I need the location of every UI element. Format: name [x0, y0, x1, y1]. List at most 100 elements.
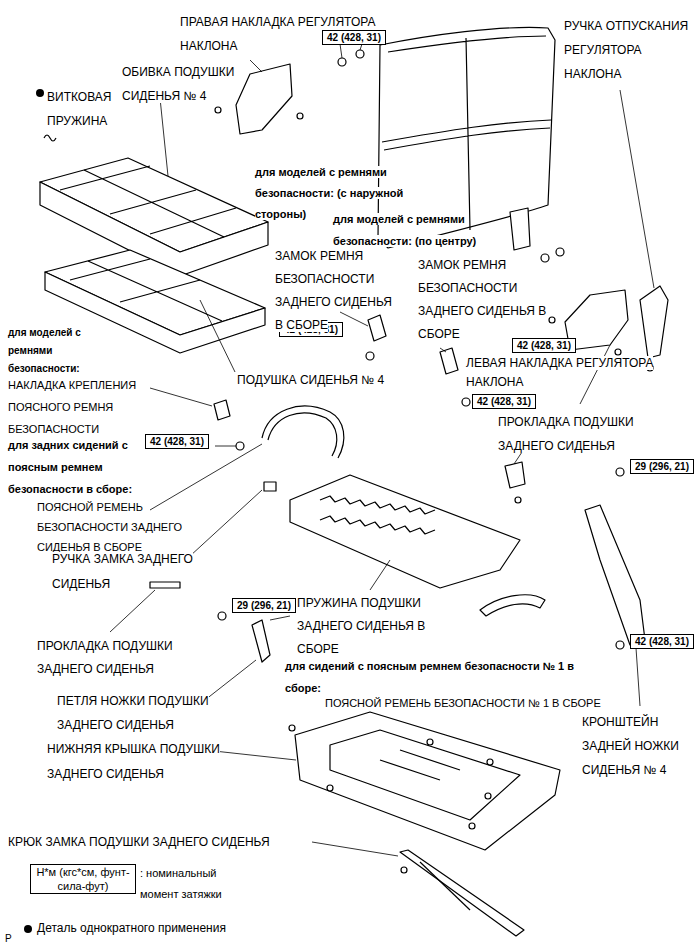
seat-belt-buckle — [440, 348, 458, 374]
leader-line — [440, 348, 446, 352]
part-label-wrap: ПРОКЛАДКА ПОДУШКИ ЗАДНЕГО СИДЕНЬЯ — [37, 635, 207, 681]
bolt — [616, 641, 624, 649]
recliner-release-handle — [640, 286, 668, 358]
part-label-wrap: для моделей с ремнями безопасности: — [8, 324, 93, 378]
torque-spec-box: 29 (296, 21) — [232, 598, 296, 613]
part-label-wrap: ПЕТЛЯ НОЖКИ ПОДУШКИ ЗАДНЕГО СИДЕНЬЯ — [57, 689, 257, 737]
torque-value: 29 (296, 21) — [634, 460, 690, 473]
part-label-wrap: РУЧКА ОТПУСКАНИЯ РЕГУЛЯТОРА НАКЛОНА — [564, 14, 694, 86]
part-label-wrap: ЛЕВАЯ НАКЛАДКА РЕГУЛЯТОРА НАКЛОНА — [466, 354, 690, 392]
leader-line — [110, 590, 155, 632]
part-label: ПОЯСНОЙ РЕМЕНЬ БЕЗОПАСНОСТИ № 1 В СБОРЕ — [325, 697, 601, 709]
torque-value: 42 (428, 31) — [326, 31, 382, 44]
seat-back-hinge — [510, 208, 530, 250]
part-label: для моделей с ремнями безопасности: (по … — [333, 213, 476, 247]
rear-leg-bracket — [585, 505, 645, 645]
cushion-gasket — [505, 462, 525, 488]
leader-line — [620, 90, 654, 288]
part-label-wrap: ПРУЖИНА ПОДУШКИ ЗАДНЕГО СИДЕНЬЯ В СБОРЕ — [297, 592, 447, 661]
part-label-wrap: для задних сидений с поясным ремнем безо… — [8, 434, 144, 500]
leader-line — [580, 345, 610, 404]
cushion-gasket — [150, 582, 180, 588]
part-label: НИЖНЯЯ КРЫШКА ПОДУШКИ ЗАДНЕГО СИДЕНЬЯ — [47, 742, 220, 781]
screw — [215, 107, 221, 113]
part-label: РУЧКА ЗАМКА ЗАДНЕГО СИДЕНЬЯ — [52, 552, 193, 591]
part-label: КРОНШТЕЙН ЗАДНЕЙ НОЖКИ СИДЕНЬЯ № 4 — [582, 715, 679, 777]
part-label: ВИТКОВАЯ ПРУЖИНА — [47, 90, 111, 128]
bolt — [556, 248, 564, 256]
cushion-leg-loop — [252, 620, 270, 662]
lock-hook-strap-tail — [420, 862, 470, 910]
screw — [401, 867, 407, 873]
bolt — [616, 468, 624, 476]
torque-value: Н*м (кгс*см, фунт-сила-фут) — [34, 865, 132, 893]
torque-value: 29 (296, 21) — [236, 599, 292, 612]
seat-back-seam — [382, 36, 551, 230]
part-label-wrap: НАКЛАДКА КРЕПЛЕНИЯ ПОЯСНОГО РЕМНЯ БЕЗОПА… — [8, 374, 158, 440]
torque-spec-box: 42 (428, 31) — [472, 394, 536, 409]
cushion-pad-seam — [70, 259, 222, 321]
part-label: ПОЯСНОЙ РЕМЕНЬ БЕЗОПАСНОСТИ ЗАДНЕГО СИДЕ… — [37, 501, 182, 553]
bolt — [236, 442, 244, 450]
bolt — [541, 254, 549, 262]
seat-lock-handle — [264, 482, 276, 491]
coil-spring — [44, 135, 56, 141]
leader-line — [205, 660, 256, 700]
leader-line — [370, 560, 390, 590]
belt-anchor-cover — [214, 400, 230, 420]
part-label: для моделей с ремнями безопасности: (с н… — [255, 166, 403, 220]
leader-line — [250, 60, 262, 72]
torque-value: 42 (428, 31) — [516, 339, 572, 352]
part-label-wrap: КРЮК ЗАМКА ПОДУШКИ ЗАДНЕГО СИДЕНЬЯ — [8, 832, 270, 852]
part-label-wrap: РУЧКА ЗАМКА ЗАДНЕГО СИДЕНЬЯ — [52, 547, 227, 597]
part-label-wrap: : номинальный момент затяжки — [140, 863, 250, 905]
torque-value: 42 (428, 31) — [634, 635, 690, 648]
leader-line — [340, 312, 368, 326]
part-label: для сидений с поясным ремнем безопасност… — [285, 660, 574, 694]
leader-line — [340, 44, 362, 58]
torque-value: 42 (428, 31) — [149, 435, 205, 448]
part-label-wrap: ЗАМОК РЕМНЯ БЕЗОПАСНОСТИ ЗАДНЕГО СИДЕНЬЯ… — [418, 254, 550, 346]
zigzag-spring — [320, 496, 435, 534]
cushion-spring-frame — [290, 475, 520, 588]
part-label-wrap: КРОНШТЕЙН ЗАДНЕЙ НОЖКИ СИДЕНЬЯ № 4 — [582, 710, 682, 782]
single-use-mark — [24, 925, 32, 933]
legend-text: Деталь однократного применения — [37, 921, 226, 935]
screw — [487, 759, 493, 765]
part-label-wrap: для сидений с поясным ремнем безопасност… — [285, 655, 585, 699]
leader-line — [190, 490, 262, 556]
part-label: ПРОКЛАДКА ПОДУШКИ ЗАДНЕГО СИДЕНЬЯ — [37, 639, 173, 676]
leader-line — [200, 300, 235, 372]
part-label: для моделей с ремнями безопасности: — [8, 327, 81, 374]
part-label-wrap: НИЖНЯЯ КРЫШКА ПОДУШКИ ЗАДНЕГО СИДЕНЬЯ — [47, 737, 247, 787]
torque-spec-box: 42 (428, 31) — [145, 434, 209, 449]
legend-entry: Деталь однократного применения — [37, 921, 226, 935]
bolt — [356, 50, 364, 58]
torque-spec-box: 29 (296, 21) — [630, 459, 694, 474]
screw — [289, 725, 295, 731]
screw — [297, 113, 303, 119]
torque-spec-box: 42 (428, 31) — [630, 634, 694, 649]
part-label: ПРУЖИНА ПОДУШКИ ЗАДНЕГО СИДЕНЬЯ В СБОРЕ — [297, 596, 425, 656]
screw — [549, 317, 555, 323]
seat-belt-buckle — [368, 315, 386, 341]
part-label-wrap: ПОДУШКА СИДЕНЬЯ № 4 — [237, 368, 384, 392]
bolt — [462, 398, 470, 406]
part-label: ЛЕВАЯ НАКЛАДКА РЕГУЛЯТОРА НАКЛОНА — [466, 356, 653, 389]
recliner-cover-right — [236, 64, 292, 134]
leader-line — [150, 444, 262, 510]
part-label: ПРАВАЯ НАКЛАДКА РЕГУЛЯТОРА НАКЛОНА — [180, 15, 375, 53]
part-label: для задних сидений с поясным ремнем безо… — [8, 439, 132, 495]
part-label: НАКЛАДКА КРЕПЛЕНИЯ ПОЯСНОГО РЕМНЯ БЕЗОПА… — [8, 379, 136, 435]
part-label-wrap: ПОЯСНОЙ РЕМЕНЬ БЕЗОПАСНОСТИ ЗАДНЕГО СИДЕ… — [37, 497, 187, 557]
part-label: ПОДУШКА СИДЕНЬЯ № 4 — [237, 373, 384, 387]
leader-line — [160, 98, 168, 176]
part-label-wrap: ПРОКЛАДКА ПОДУШКИ ЗАДНЕГО СИДЕНЬЯ — [498, 410, 668, 458]
part-label: ЗАМОК РЕМНЯ БЕЗОПАСНОСТИ ЗАДНЕГО СИДЕНЬЯ… — [275, 249, 392, 332]
torque-spec-box: 42 (428, 31) — [322, 30, 386, 45]
part-label: ПЕТЛЯ НОЖКИ ПОДУШКИ ЗАДНЕГО СИДЕНЬЯ — [57, 694, 209, 732]
lock-hook-strap — [400, 850, 524, 936]
part-label: КРЮК ЗАМКА ПОДУШКИ ЗАДНЕГО СИДЕНЬЯ — [8, 835, 270, 849]
